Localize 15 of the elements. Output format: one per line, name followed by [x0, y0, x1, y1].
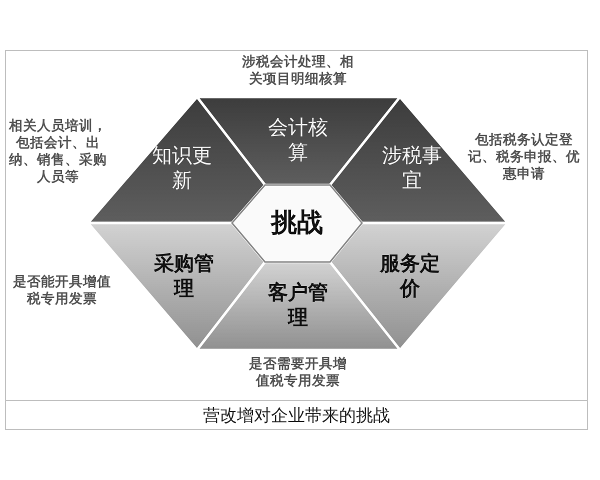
caption: 营改增对企业带来的挑战	[5, 400, 588, 430]
annotation-text: 是否能开具增值税专用发票	[12, 274, 112, 308]
annotation-text: 包括税务认定登记、税务申报、优惠申请	[468, 132, 580, 183]
segment-label: 知识更新	[151, 143, 213, 193]
segment-label: 服务定价	[378, 251, 441, 301]
segment-label: 客户管理	[267, 280, 329, 330]
center-hexagon	[232, 185, 362, 262]
segment-label: 采购管理	[153, 251, 215, 301]
annotation-text: 是否需要开具增值税专用发票	[248, 356, 348, 390]
annotation-text: 涉税会计处理、相关项目明细核算	[241, 54, 355, 88]
segment-label: 挑战	[269, 206, 324, 240]
segment-label: 涉税事宜	[381, 143, 443, 193]
hexagon-segment	[330, 223, 508, 350]
segment-label: 会计核算	[267, 115, 329, 165]
annotation-text: 相关人员培训，包括会计、出纳、销售、采购人员等	[8, 118, 108, 186]
